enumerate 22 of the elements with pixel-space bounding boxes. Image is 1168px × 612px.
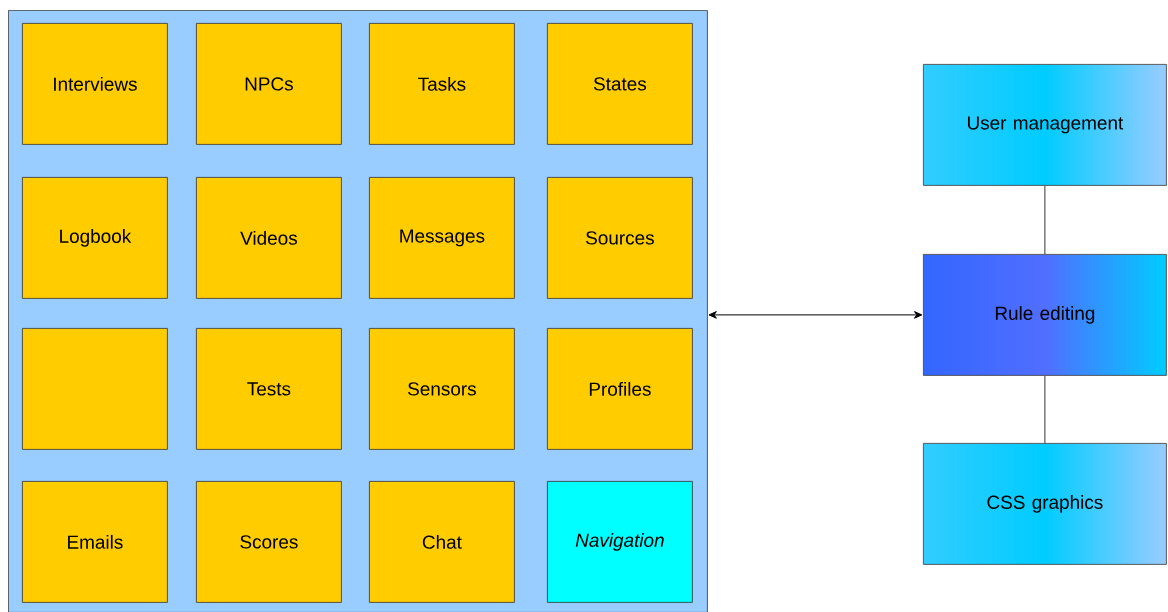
process-box: Rule editing: [923, 254, 1167, 376]
process-box: Sources: [547, 177, 693, 299]
empty-box: [22, 328, 168, 450]
process-box: Chat: [369, 481, 515, 603]
process-box: Sensors: [369, 328, 515, 450]
process-box: Logbook: [22, 177, 168, 299]
process-box: Videos: [196, 177, 342, 299]
process-box: States: [547, 23, 693, 145]
process-box: CSS graphics: [923, 443, 1167, 565]
process-box: Emails: [22, 481, 168, 603]
arrow: [708, 311, 923, 319]
process-box: User management: [923, 64, 1167, 186]
process-box: Messages: [369, 177, 515, 299]
process-box: Tests: [196, 328, 342, 450]
process-box: NPCs: [196, 23, 342, 145]
process-box: Interviews: [22, 23, 168, 145]
process-box: Tasks: [369, 23, 515, 145]
process-box: Profiles: [547, 328, 693, 450]
connector-line: [1044, 185, 1046, 255]
connector-line: [1044, 375, 1046, 444]
process-box: Navigation: [547, 481, 693, 603]
process-box: Scores: [196, 481, 342, 603]
